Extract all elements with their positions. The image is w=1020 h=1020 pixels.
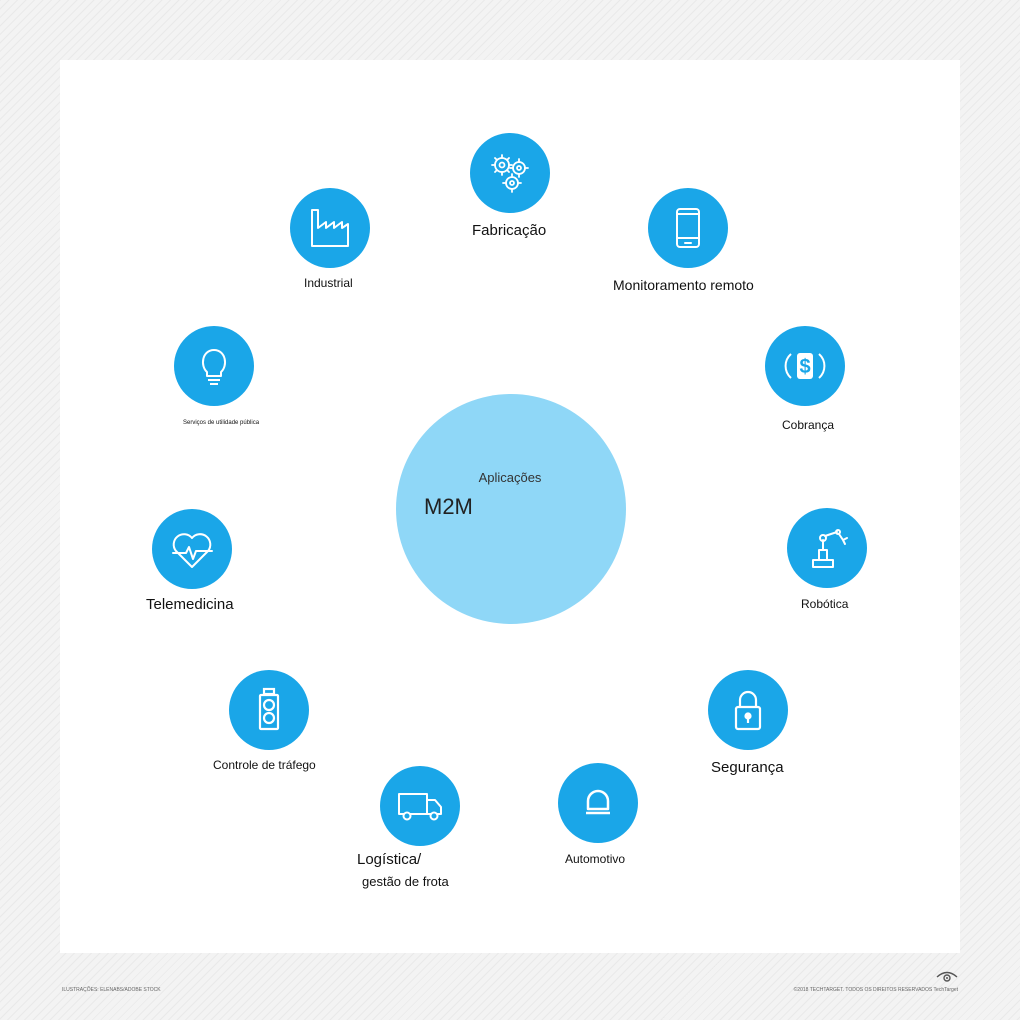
smartphone-icon [676, 208, 700, 248]
node-logistica [380, 766, 460, 846]
node-cobranca: $ [765, 326, 845, 406]
robot-arm-icon [812, 529, 848, 568]
padlock-icon [734, 690, 762, 731]
label-robotica: Robótica [801, 597, 849, 611]
label-monitoramento: Monitoramento remoto [613, 277, 754, 293]
svg-text:$: $ [799, 356, 810, 378]
node-fabricacao [470, 133, 550, 213]
center-hub [396, 394, 626, 624]
hub-subtitle: Aplicações [478, 470, 542, 485]
node-industrial [290, 188, 370, 268]
factory-icon [311, 209, 349, 247]
truck-icon [398, 793, 442, 821]
label-servicos: Serviços de utilidade pública [183, 420, 260, 426]
lightbulb-icon [201, 349, 227, 385]
footer-copyright: ©2018 TECHTARGET. TODOS OS DIREITOS RESE… [793, 987, 958, 993]
label-fabricacao: Fabricação [472, 222, 547, 239]
label-telemedicina: Telemedicina [146, 596, 234, 613]
car-front-icon [586, 789, 610, 815]
node-automotivo [558, 763, 638, 843]
heart-pulse-icon [172, 533, 213, 568]
label-trafego: Controle de tráfego [213, 758, 316, 772]
node-telemedicina [152, 509, 232, 589]
node-trafego [229, 670, 309, 750]
node-servicos [174, 326, 254, 406]
traffic-light-icon [258, 687, 280, 731]
label-logistica: Logística/ [357, 851, 422, 868]
label-automotivo: Automotivo [565, 852, 626, 866]
hub-title: M2M [424, 494, 473, 519]
label-industrial: Industrial [304, 276, 353, 290]
node-robotica [787, 508, 867, 588]
label-seguranca: Segurança [711, 759, 784, 776]
gears-icon [491, 154, 529, 193]
label-cobranca: Cobrança [782, 418, 835, 432]
techtarget-eye-icon [936, 971, 958, 982]
node-monitoramento [648, 188, 728, 268]
label-logistica-line2: gestão de frota [362, 874, 449, 889]
node-seguranca [708, 670, 788, 750]
footer-credit: ILUSTRAÇÕES: ELENABS/ADOBE STOCK [62, 987, 161, 993]
dollar-icon: $ [784, 353, 826, 379]
